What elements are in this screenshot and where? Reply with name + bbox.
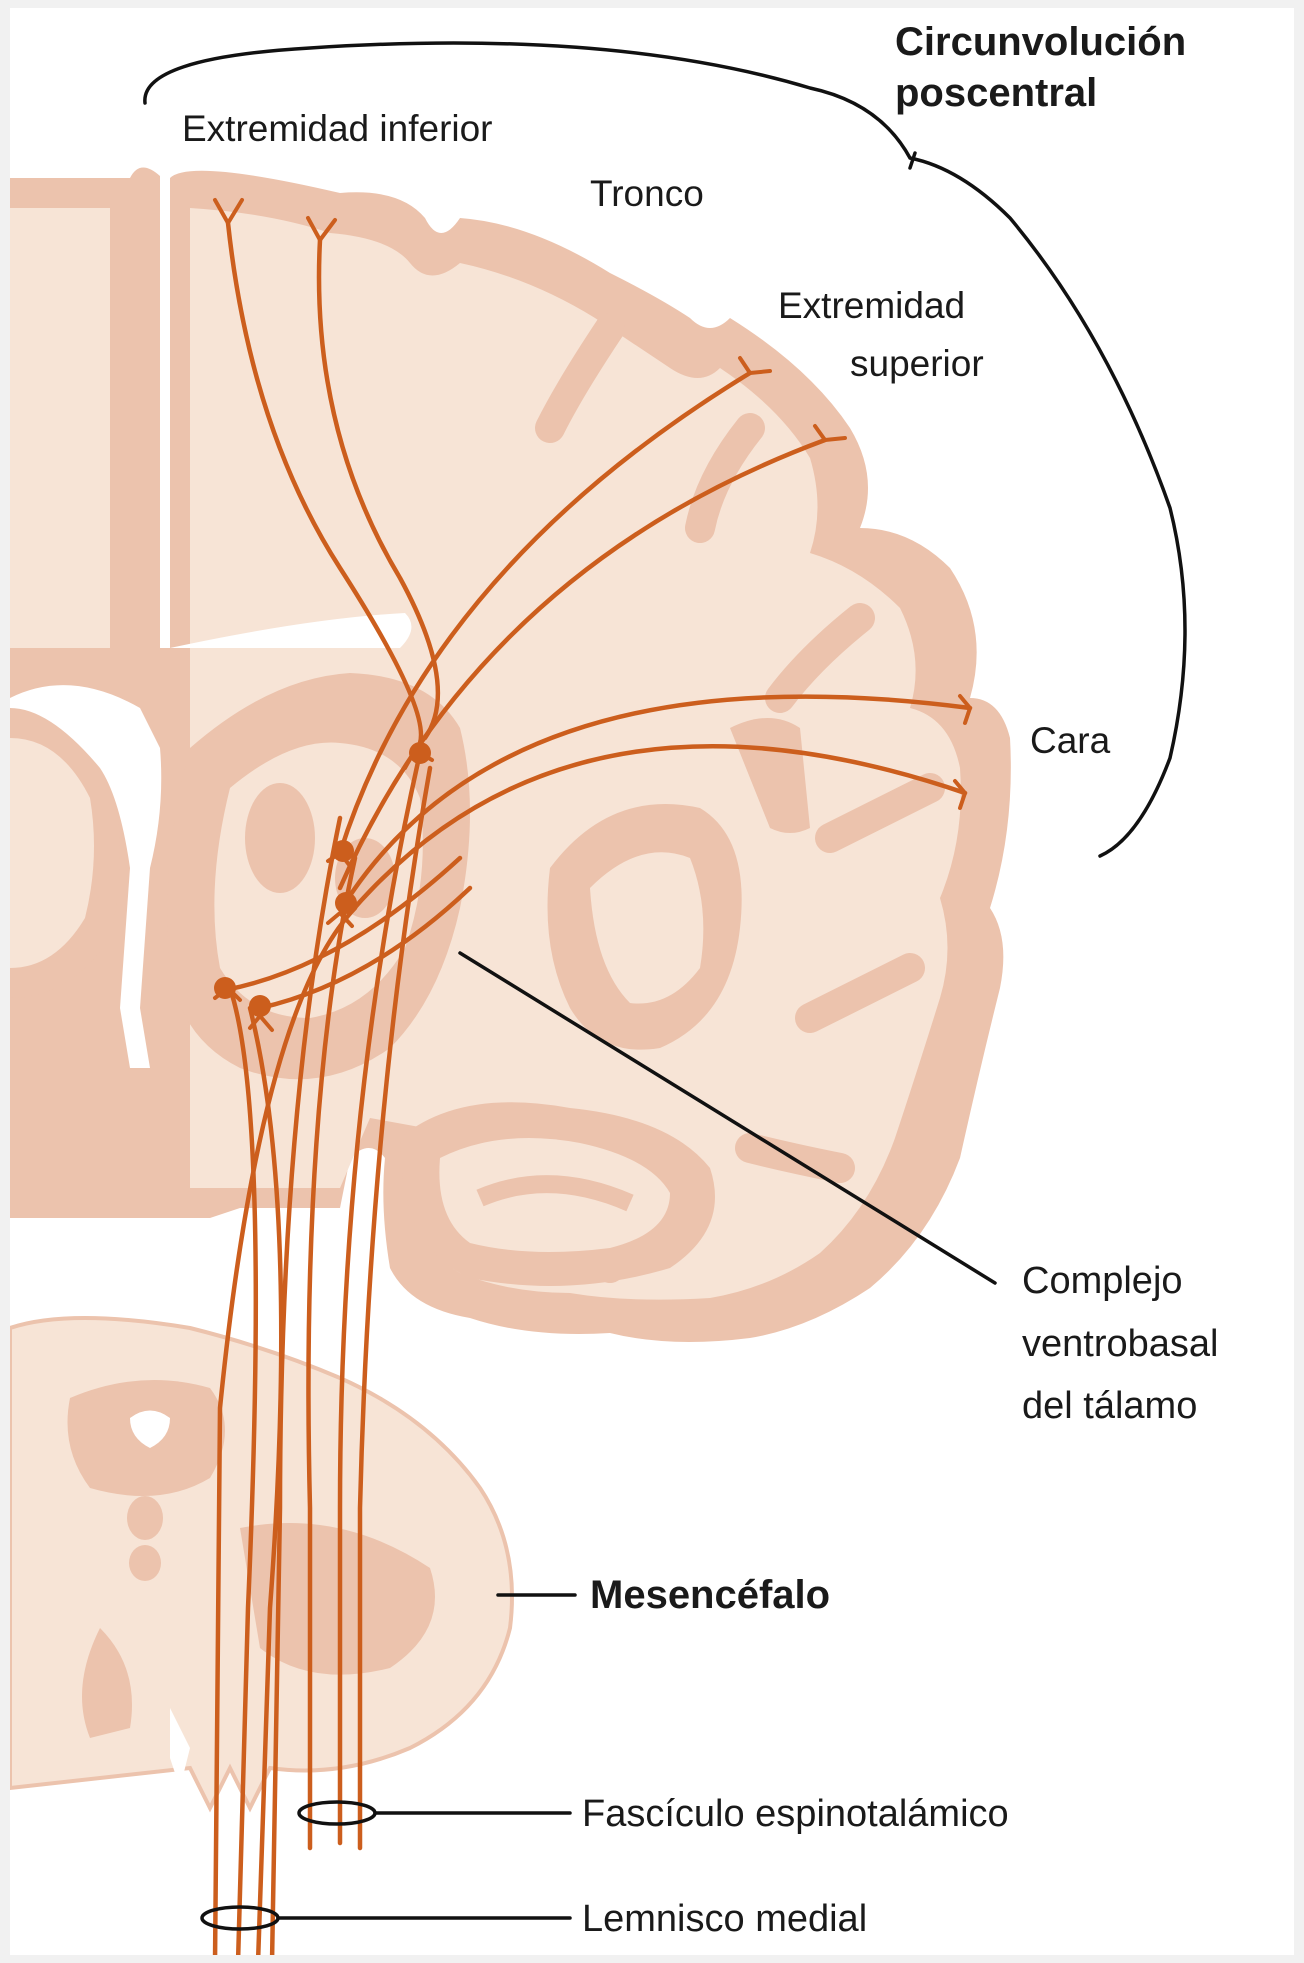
spinothalamic-label: Fascículo espinotalámico xyxy=(582,1793,1009,1835)
figure-card: Circunvolución poscentral Extremidad inf… xyxy=(10,8,1294,1955)
ventrobasal-label-line1: Complejo xyxy=(1022,1260,1183,1302)
ventrobasal-label-line3: del tálamo xyxy=(1022,1385,1197,1427)
lemniscus-label: Lemnisco medial xyxy=(582,1898,867,1940)
tract-markers xyxy=(202,1802,375,1929)
postcentral-label-line1: Circunvolución xyxy=(895,20,1186,64)
midbrain-label: Mesencéfalo xyxy=(590,1573,830,1617)
midbrain-section xyxy=(10,1318,512,1808)
face-label: Cara xyxy=(1030,720,1111,761)
synapse-dot xyxy=(214,977,236,999)
somatosensory-pathway-diagram: Circunvolución poscentral Extremidad inf… xyxy=(10,8,1294,1955)
postcentral-label-line2: poscentral xyxy=(895,71,1097,115)
synapse-dot xyxy=(409,742,431,764)
bracket-tip xyxy=(910,153,915,168)
synapse-dot xyxy=(249,995,271,1017)
trunk-label: Tronco xyxy=(590,173,704,214)
synapse-dot xyxy=(332,840,354,862)
upper-limb-label-line1: Extremidad xyxy=(778,285,965,326)
upper-limb-label-line2: superior xyxy=(850,343,984,384)
ventrobasal-label-line2: ventrobasal xyxy=(1022,1323,1218,1365)
lower-limb-label: Extremidad inferior xyxy=(182,108,493,149)
synapse-dot xyxy=(335,892,357,914)
